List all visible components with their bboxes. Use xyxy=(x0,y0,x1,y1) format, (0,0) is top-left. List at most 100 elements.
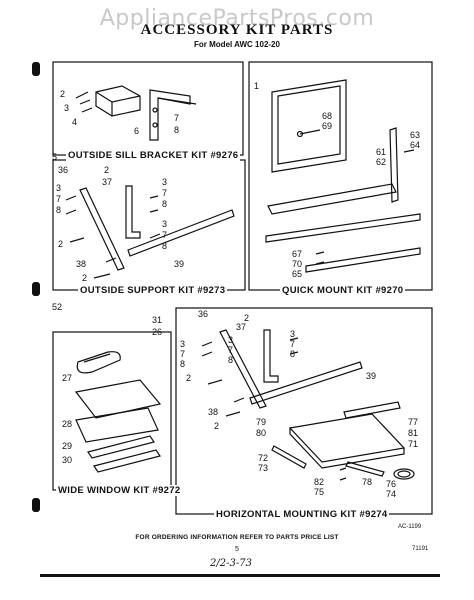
binder-hole-bottom xyxy=(32,498,40,512)
kit-caption-support: OUTSIDE SUPPORT KIT #9273 xyxy=(78,285,228,296)
callout: 2 xyxy=(104,165,110,175)
callout: 73 xyxy=(258,463,269,473)
callout: 82 xyxy=(314,477,325,487)
callout: 30 xyxy=(62,455,73,465)
callout: 63 xyxy=(410,130,421,140)
callout: 8 xyxy=(56,205,62,215)
callout: 72 xyxy=(258,453,269,463)
support-upright-bracket xyxy=(125,185,141,239)
horizontal-bottom-strip-1 xyxy=(271,445,307,469)
support-kit-panel xyxy=(52,159,246,291)
callout: 29 xyxy=(62,441,73,451)
handwritten-note: 2/2-3-73 xyxy=(210,558,252,569)
callout: 7 xyxy=(162,230,168,240)
callout: 2 xyxy=(58,239,64,249)
callout: 8 xyxy=(162,199,168,209)
kit-caption-sill: OUTSIDE SILL BRACKET KIT #9276 xyxy=(66,150,241,161)
callout: 2 xyxy=(82,273,88,283)
callout: 1 xyxy=(254,81,260,91)
callout: 28 xyxy=(62,419,73,429)
wide-window-panel xyxy=(74,379,162,419)
wide-window-strip-1 xyxy=(87,435,155,459)
callout: 3 xyxy=(180,339,186,349)
callout: 78 xyxy=(362,477,373,487)
callout: 39 xyxy=(174,259,185,269)
sill-bracket-shape xyxy=(95,85,141,117)
callout: 36 xyxy=(198,309,209,319)
kit-caption-horizontal: HORIZONTAL MOUNTING KIT #9274 xyxy=(214,509,390,520)
callout: 75 xyxy=(314,487,325,497)
quick-mount-vertical-strip xyxy=(389,127,399,203)
support-diagonal-arm xyxy=(79,187,125,271)
callout: 71 xyxy=(408,439,419,449)
callout: 2 xyxy=(186,373,192,383)
callout: 7 xyxy=(174,113,180,123)
quick-mount-foam-strip-2 xyxy=(265,213,421,243)
callout: 7 xyxy=(56,194,62,204)
callout: 7 xyxy=(180,349,186,359)
callout: 36 xyxy=(58,165,69,175)
callout: 39 xyxy=(366,371,377,381)
callout: 7 xyxy=(228,345,234,355)
wide-window-foam-roll xyxy=(76,351,121,374)
horizontal-side-strip xyxy=(343,401,401,419)
bottom-rule xyxy=(40,574,440,577)
callout: 7 xyxy=(162,188,168,198)
page-number: 5 xyxy=(235,546,239,553)
callout: 26 xyxy=(152,327,163,337)
horizontal-rail xyxy=(249,361,363,405)
horizontal-upright-bracket xyxy=(263,329,279,383)
callout: 38 xyxy=(208,407,219,417)
callout: 38 xyxy=(76,259,87,269)
callout: 3 xyxy=(228,335,234,345)
horizontal-bottom-strip-2 xyxy=(345,461,385,477)
binder-hole-middle xyxy=(32,282,40,296)
callout: 4 xyxy=(72,117,78,127)
callout: 3 xyxy=(162,177,168,187)
callout: 37 xyxy=(102,177,113,187)
quick-mount-foam-strip-1 xyxy=(267,183,397,215)
corner-code: 71191 xyxy=(412,546,429,552)
callout: 7 xyxy=(290,339,296,349)
callout: 37 xyxy=(236,322,247,332)
callout: 2 xyxy=(244,313,250,323)
callout: 2 xyxy=(214,421,220,431)
callout: 74 xyxy=(386,489,397,499)
callout: 77 xyxy=(408,417,419,427)
callout: 8 xyxy=(180,359,186,369)
sill-angle-bracket xyxy=(149,89,191,141)
callout: 3 xyxy=(56,183,62,193)
callout: 8 xyxy=(290,349,296,359)
wide-window-insert xyxy=(75,407,159,443)
callout: 2 xyxy=(60,89,66,99)
callout: 80 xyxy=(256,428,267,438)
callout: 6 xyxy=(134,126,140,136)
wide-window-strip-2 xyxy=(93,449,161,473)
kit-caption-wide: WIDE WINDOW KIT #9272 xyxy=(56,485,183,496)
callout: 31 xyxy=(152,315,163,325)
sill-kit-panel xyxy=(52,61,244,156)
horizontal-diagonal-arm xyxy=(219,329,267,409)
kit-caption-quick: QUICK MOUNT KIT #9270 xyxy=(280,285,406,296)
callout: 27 xyxy=(62,373,73,383)
callout: 8 xyxy=(174,125,180,135)
horizontal-coil xyxy=(393,468,415,480)
quick-mount-window-frame xyxy=(271,79,347,173)
callout: 65 xyxy=(292,269,303,279)
callout: 69 xyxy=(322,121,333,131)
page-subtitle: For Model AWC 102-20 xyxy=(194,40,280,49)
callout: 64 xyxy=(410,140,421,150)
callout: 76 xyxy=(386,479,397,489)
callout: 61 xyxy=(376,147,387,157)
callout: 70 xyxy=(292,259,303,269)
callout: 81 xyxy=(408,428,419,438)
callout: 62 xyxy=(376,157,387,167)
footer-note: FOR ORDERING INFORMATION REFER TO PARTS … xyxy=(135,534,339,541)
callout: 3 xyxy=(64,103,70,113)
callout: 52 xyxy=(52,302,63,312)
callout: 79 xyxy=(256,417,267,427)
callout: 67 xyxy=(292,249,303,259)
callout: 3 xyxy=(162,219,168,229)
support-rail xyxy=(127,209,235,257)
callout: 8 xyxy=(228,355,234,365)
